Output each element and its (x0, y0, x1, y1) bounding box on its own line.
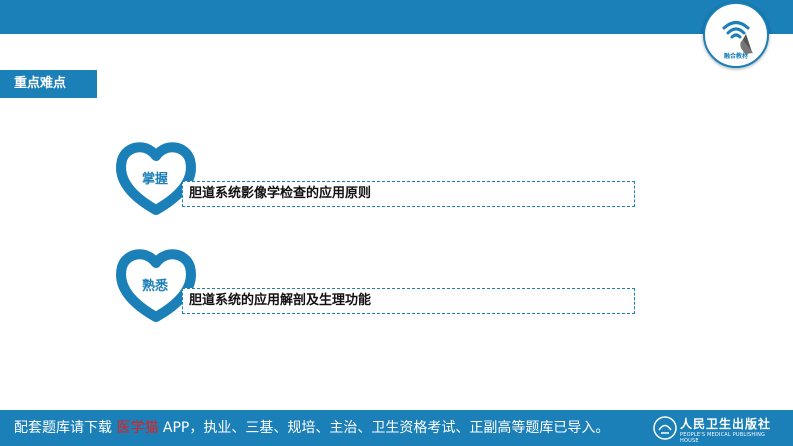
fusion-textbook-badge[interactable]: 融合教材 (703, 2, 769, 68)
publisher-logo: 人民卫生出版社 PEOPLE'S MEDICAL PUBLISHING HOUS… (652, 414, 782, 444)
footer-suffix: APP，执业、三基、规培、主治、卫生资格考试、正副高等题库已导入。 (158, 420, 610, 436)
hand-wifi-icon (722, 21, 753, 54)
heart-outline-icon (116, 249, 196, 322)
familiar-tag: 熟悉 (142, 279, 169, 294)
key-point-text: 胆道系统影像学检查的应用原则 (182, 181, 635, 207)
key-point-text: 胆道系统的应用解剖及生理功能 (182, 288, 635, 314)
publisher-name: 人民卫生出版社 (680, 417, 772, 431)
key-point-item: 掌握 胆道系统影像学检查的应用原则 (116, 138, 636, 218)
heart-outline-icon (116, 142, 196, 215)
footer-prefix: 配套题库请下载 (14, 420, 117, 436)
app-name-link[interactable]: 医学猫 (116, 420, 159, 436)
publisher-emblem-icon (653, 416, 677, 440)
key-point-item: 熟悉 胆道系统的应用解剖及生理功能 (116, 245, 636, 325)
publisher-name-en: PEOPLE'S MEDICAL PUBLISHING HOUSE (680, 432, 766, 444)
section-title: 重点难点 (0, 70, 97, 98)
top-banner (0, 0, 793, 34)
badge-label: 融合教材 (723, 53, 748, 60)
mastery-tag: 掌握 (142, 172, 169, 187)
